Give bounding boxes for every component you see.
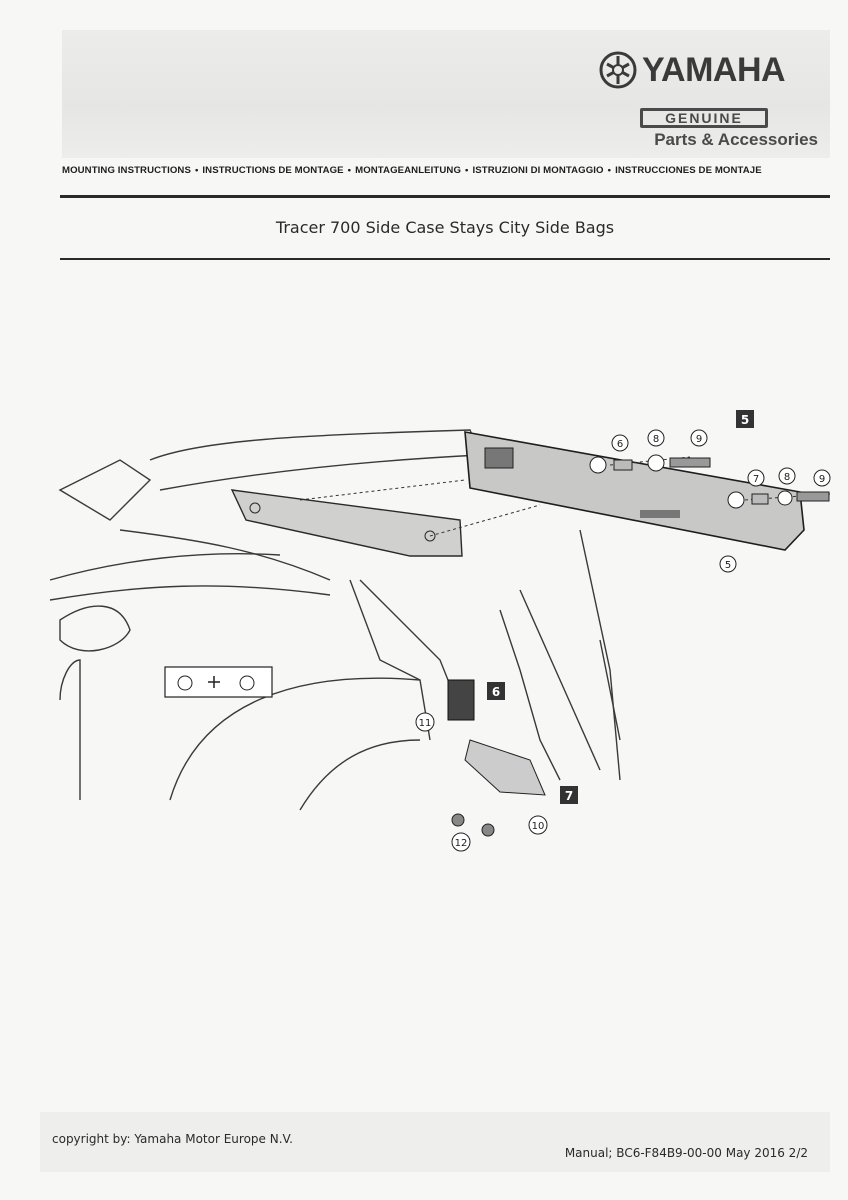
instruction-en: MOUNTING INSTRUCTIONS <box>62 165 191 176</box>
instruction-es: INSTRUCCIONES DE MONTAJE <box>615 165 762 176</box>
callout-label: 12 <box>455 838 468 849</box>
callout-label: 11 <box>419 718 432 729</box>
separator: • <box>465 165 469 176</box>
document-title: Tracer 700 Side Case Stays City Side Bag… <box>275 218 615 237</box>
callout-label: 8 <box>653 434 659 445</box>
side-case-stay <box>464 431 805 551</box>
separator: • <box>347 165 352 176</box>
step-label: 5 <box>741 413 749 427</box>
genuine-badge: GENUINE <box>640 108 768 128</box>
step-label: 6 <box>492 685 500 699</box>
manual-reference: Manual; BC6-F84B9-00-00 May 2016 2/2 <box>564 1146 808 1160</box>
callout-label: 7 <box>753 474 759 485</box>
header-band <box>62 30 830 158</box>
separator: • <box>607 165 612 176</box>
instruction-fr: INSTRUCTIONS DE MONTAGE <box>202 165 344 176</box>
assembly-diagram: 5 6 7 6 8 9 7 8 9 5 11 10 12 <box>49 410 831 852</box>
brand-name: YAMAHA <box>642 51 786 89</box>
step-box-7: 7 <box>560 786 578 804</box>
title-rule <box>60 258 830 260</box>
direction-icon-box <box>164 666 273 698</box>
step-label: 7 <box>565 789 573 803</box>
callout-label: 9 <box>696 434 702 445</box>
yamaha-logo: YAMAHA GENUINE Parts & Accessories <box>598 50 818 160</box>
motorcycle-outline <box>49 429 621 811</box>
lower-bracket <box>447 679 546 837</box>
instructions-line: MOUNTING INSTRUCTIONS•INSTRUCTIONS DE MO… <box>62 165 842 176</box>
header-rule <box>60 195 830 198</box>
step-box-6: 6 <box>487 682 505 700</box>
callout-label: 9 <box>819 474 825 485</box>
callout-label: 10 <box>532 821 545 832</box>
copyright-text: copyright by: Yamaha Motor Europe N.V. <box>52 1132 293 1146</box>
callout-label: 5 <box>725 560 731 571</box>
instruction-de: MONTAGEANLEITUNG <box>355 165 462 176</box>
step-box-5: 5 <box>736 410 754 428</box>
rear-stay-bracket <box>230 489 463 557</box>
hardware-row-upper <box>613 454 830 506</box>
callout-label: 8 <box>784 472 790 483</box>
part-callouts: 6 8 9 7 8 9 5 11 10 12 <box>415 429 831 852</box>
footer-band <box>40 1112 830 1172</box>
tuning-fork-emblem-icon <box>599 51 637 89</box>
parts-accessories-text: Parts & Accessories <box>654 130 818 149</box>
instruction-it: ISTRUZIONI DI MONTAGGIO <box>472 165 604 176</box>
separator: • <box>194 165 199 176</box>
callout-label: 6 <box>617 439 623 450</box>
